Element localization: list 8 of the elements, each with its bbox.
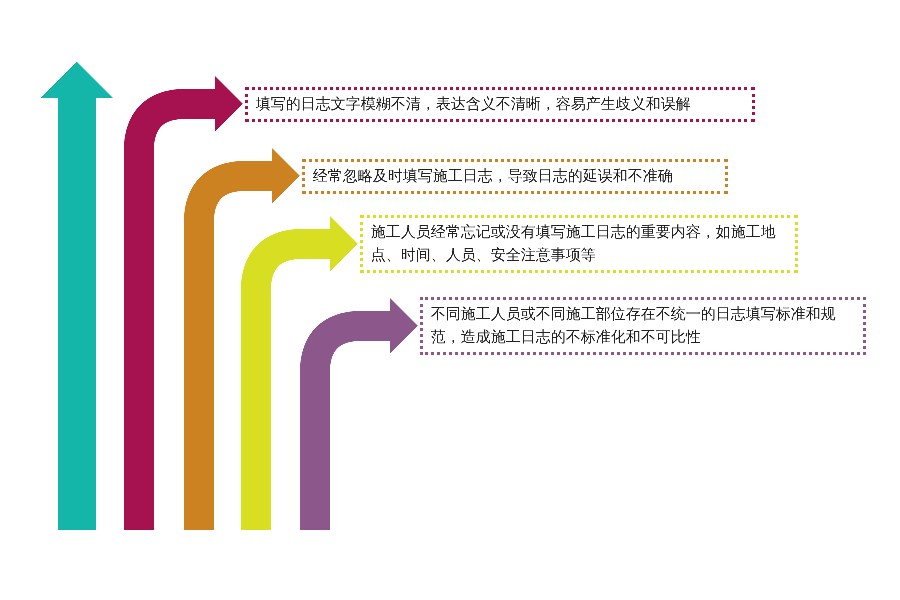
bent-arrow: [241, 216, 358, 530]
text-box: 填写的日志文字模糊不清，表达含义不清晰，容易产生歧义和误解: [245, 87, 755, 122]
text-box: 不同施工人员或不同施工部位存在不统一的日志填写标准和规范，造成施工日志的不标准化和不可比性: [420, 297, 866, 355]
bent-arrow: [184, 148, 300, 530]
text-box: 施工人员经常忘记或没有填写施工日志的重要内容，如施工地点、时间、人员、安全注意事项等: [360, 215, 798, 273]
bent-arrow: [300, 298, 418, 530]
text-box: 经常忽略及时填写施工日志，导致日志的延误和不准确: [302, 159, 728, 194]
bent-arrow: [124, 76, 243, 530]
